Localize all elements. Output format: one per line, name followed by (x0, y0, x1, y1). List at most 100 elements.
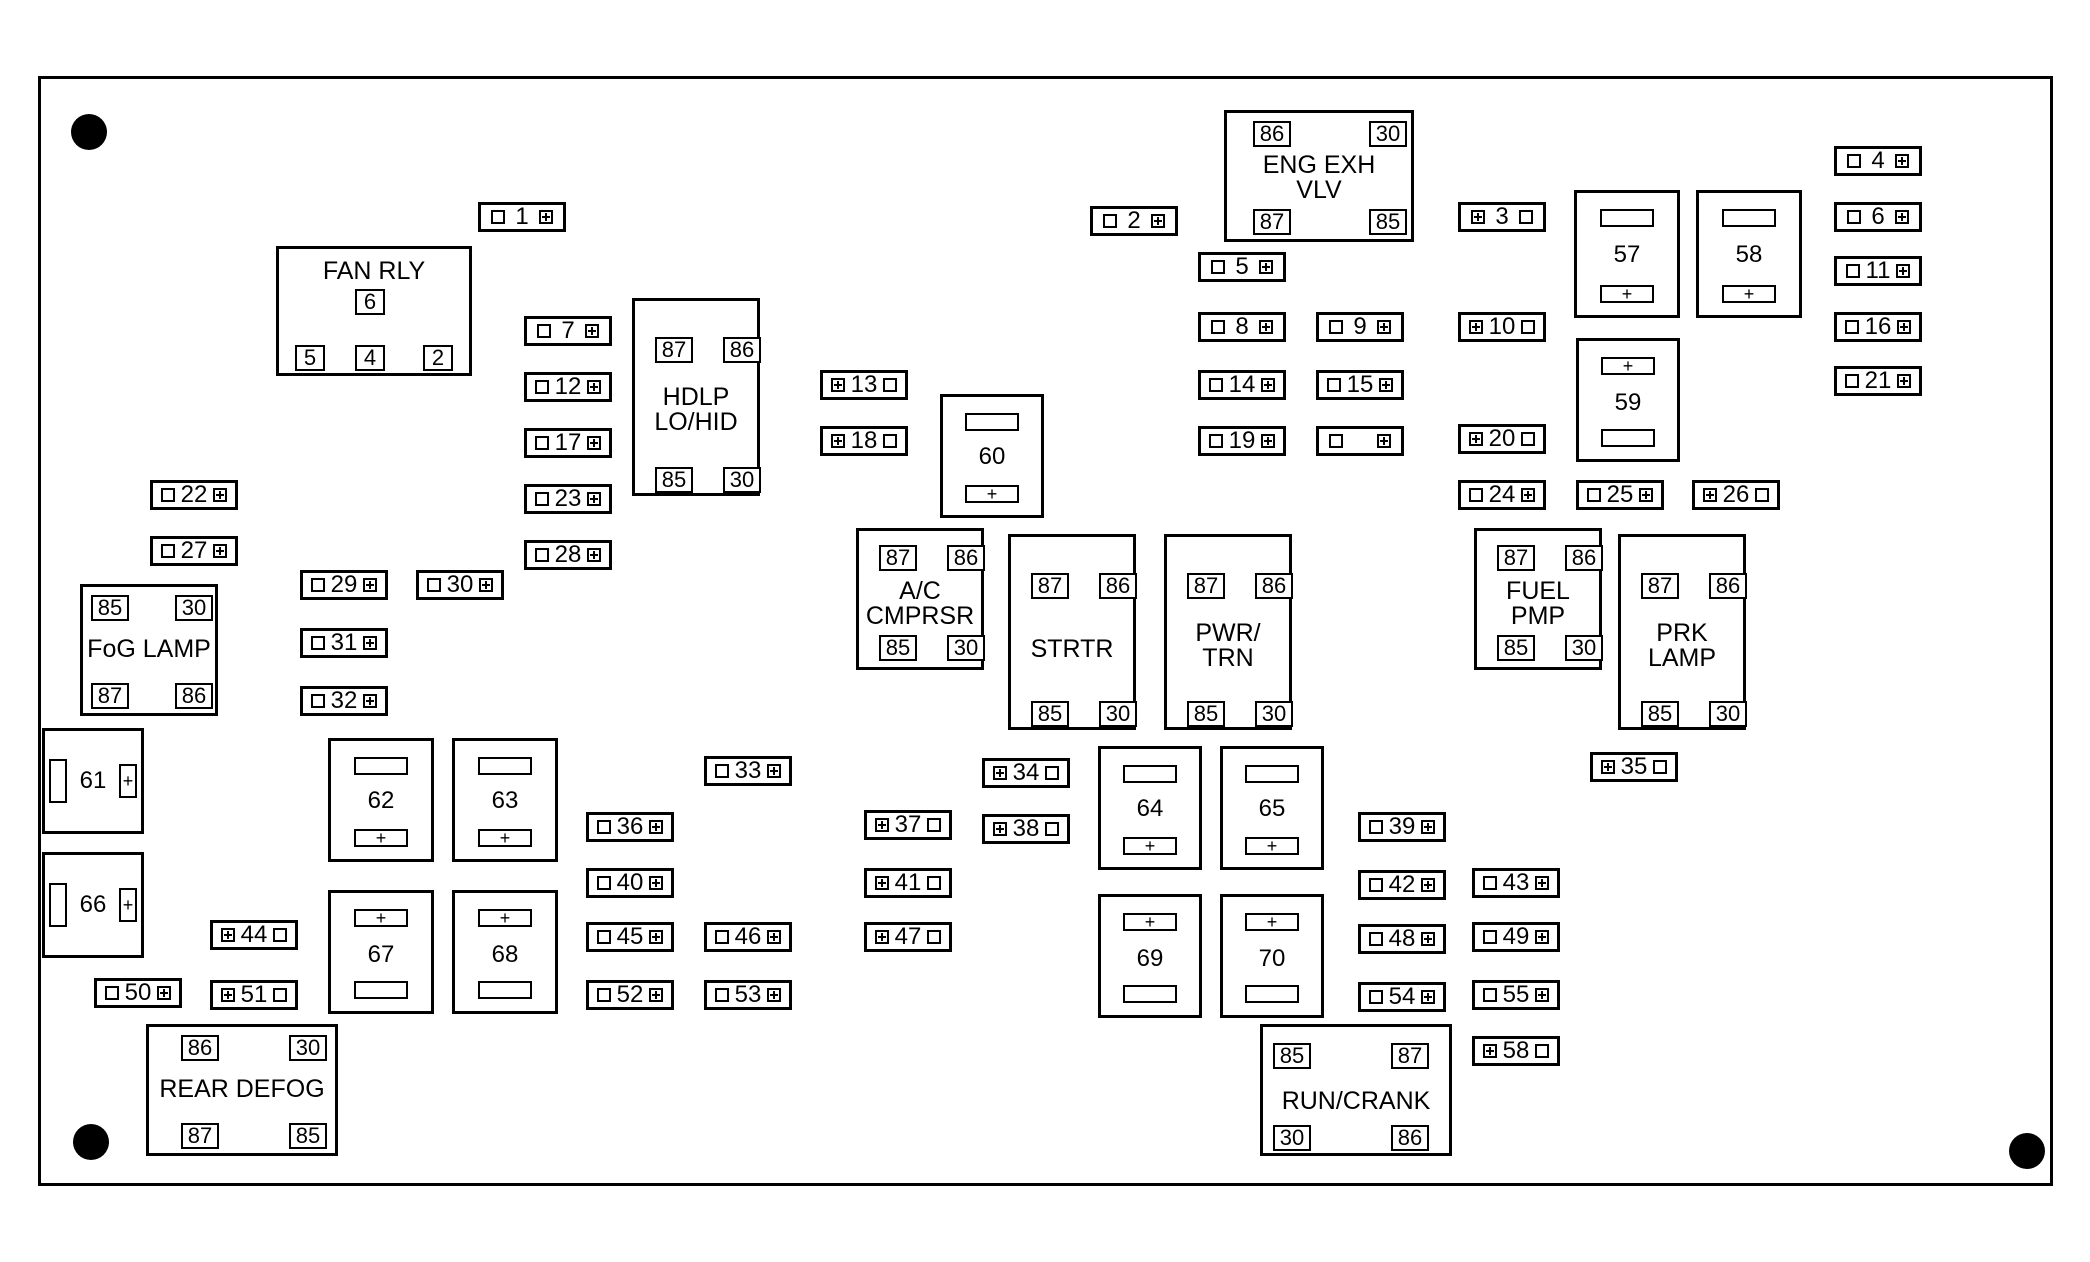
fuse[interactable]: 3 (1458, 202, 1546, 232)
fuse[interactable]: 50 (94, 978, 182, 1008)
maxi-fuse[interactable]: +57 (1574, 190, 1680, 318)
fuse[interactable]: 34 (982, 758, 1070, 788)
fuse[interactable]: 12 (524, 372, 612, 402)
fuse[interactable]: 30 (416, 570, 504, 600)
maxi-fuse[interactable]: +67 (328, 890, 434, 1014)
fuse[interactable]: 22 (150, 480, 238, 510)
fuse-number: 11 (1865, 257, 1891, 284)
fuse[interactable]: 44 (210, 920, 298, 950)
fuse[interactable]: 24 (1458, 480, 1546, 510)
maxi-fuse[interactable]: +62 (328, 738, 434, 862)
plus-terminal-icon (213, 488, 228, 502)
fuse[interactable]: 16 (1834, 312, 1922, 342)
maxi-fuse[interactable]: +63 (452, 738, 558, 862)
fuse-number: 39 (1388, 813, 1416, 840)
relay-label: PRK LAMP (1647, 619, 1717, 672)
fuse[interactable]: 38 (982, 814, 1070, 844)
fuse[interactable]: 42 (1358, 870, 1446, 900)
fuse[interactable]: 32 (300, 686, 388, 716)
fuse[interactable]: 6 (1834, 202, 1922, 232)
fuse[interactable]: 19 (1198, 426, 1286, 456)
fuse[interactable]: 53 (704, 980, 792, 1010)
fuse[interactable]: 49 (1472, 922, 1560, 952)
fuse[interactable]: 21 (1834, 366, 1922, 396)
maxi-fuse[interactable]: +61 (42, 728, 144, 834)
fuse[interactable]: 8 (1198, 312, 1286, 342)
fuse-number: 49 (1502, 923, 1530, 950)
fuse[interactable]: 14 (1198, 370, 1286, 400)
relay-label: FAN RLY (322, 257, 426, 285)
fuse[interactable]: 48 (1358, 924, 1446, 954)
fuse[interactable]: 40 (586, 868, 674, 898)
terminal-icon (1535, 1044, 1550, 1058)
maxi-fuse[interactable]: +64 (1098, 746, 1202, 870)
fuse[interactable]: 46 (704, 922, 792, 952)
fuse[interactable]: 20 (1458, 424, 1546, 454)
fuse[interactable]: 58 (1472, 1036, 1560, 1066)
fuse[interactable]: 18 (820, 426, 908, 456)
fuse[interactable]: 51 (210, 980, 298, 1010)
plus-terminal-icon (649, 988, 664, 1002)
fuse[interactable]: 5 (1198, 252, 1286, 282)
fuse[interactable]: 35 (1590, 752, 1678, 782)
fuse[interactable]: 31 (300, 628, 388, 658)
terminal-icon (1755, 488, 1770, 502)
maxi-fuse[interactable]: +68 (452, 890, 558, 1014)
fuse[interactable]: 2 (1090, 206, 1178, 236)
fuse[interactable]: 36 (586, 812, 674, 842)
fuse[interactable]: 43 (1472, 868, 1560, 898)
fuse[interactable]: 26 (1692, 480, 1780, 510)
fuse[interactable]: 39 (1358, 812, 1446, 842)
maxi-fuse[interactable]: +59 (1576, 338, 1680, 462)
terminal-icon (1208, 434, 1223, 448)
fuse[interactable]: 33 (704, 756, 792, 786)
fuse[interactable]: 17 (524, 428, 612, 458)
fuse[interactable]: 9 (1316, 312, 1404, 342)
fuse[interactable]: 7 (524, 316, 612, 346)
fuse[interactable]: 23 (524, 484, 612, 514)
plus-terminal-icon (874, 876, 889, 890)
fuse-number: 22 (180, 481, 208, 508)
fuse[interactable] (1316, 426, 1404, 456)
maxi-fuse[interactable]: +70 (1220, 894, 1324, 1018)
fuse[interactable]: 4 (1834, 146, 1922, 176)
fuse[interactable]: 52 (586, 980, 674, 1010)
fuse[interactable]: 29 (300, 570, 388, 600)
maxi-fuse[interactable]: +65 (1220, 746, 1324, 870)
fuse[interactable]: 15 (1316, 370, 1404, 400)
terminal-icon (1482, 876, 1497, 890)
fuse[interactable]: 1 (478, 202, 566, 232)
relay-pin: 85 (1641, 701, 1679, 727)
maxi-fuse[interactable]: +69 (1098, 894, 1202, 1018)
fuse[interactable]: 27 (150, 536, 238, 566)
fuse[interactable]: 10 (1458, 312, 1546, 342)
fuse[interactable]: 55 (1472, 980, 1560, 1010)
maxi-fuse[interactable]: +58 (1696, 190, 1802, 318)
mounting-hole (73, 1124, 109, 1160)
fuse[interactable]: 47 (864, 922, 952, 952)
maxi-fuse[interactable]: +60 (940, 394, 1044, 518)
fuse[interactable]: 28 (524, 540, 612, 570)
fuse[interactable]: 41 (864, 868, 952, 898)
fuse[interactable]: 54 (1358, 982, 1446, 1012)
fuse-number: 30 (446, 571, 474, 598)
fuse[interactable]: 25 (1576, 480, 1664, 510)
fuse[interactable]: 13 (820, 370, 908, 400)
relay-pin: 87 (91, 683, 129, 709)
fuse[interactable]: 45 (586, 922, 674, 952)
fuse[interactable]: 37 (864, 810, 952, 840)
fuse[interactable]: 11 (1834, 256, 1922, 286)
maxi-fuse[interactable]: +66 (42, 852, 144, 958)
